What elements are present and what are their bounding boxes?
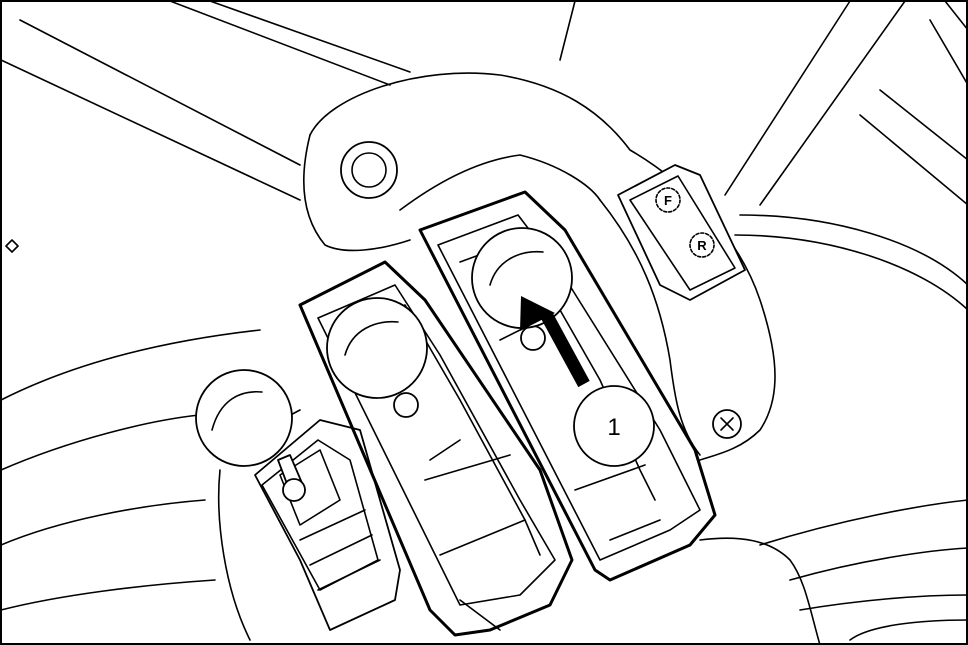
callout-1-label: 1 xyxy=(607,414,620,441)
forward-switch-icon: F xyxy=(655,187,681,213)
push-forward-arrow xyxy=(520,296,590,388)
left-control-lever xyxy=(298,260,574,637)
round-cap-knob xyxy=(340,141,398,199)
direction-switch-panel: F R xyxy=(617,164,746,301)
right-control-lever xyxy=(418,190,717,582)
auxiliary-joystick xyxy=(195,369,401,631)
forward-switch-label: F xyxy=(664,193,672,208)
reverse-switch-label: R xyxy=(697,238,707,253)
callout-1: 1 xyxy=(573,385,655,467)
screw-head xyxy=(712,409,742,439)
reverse-switch-icon: R xyxy=(689,232,715,258)
